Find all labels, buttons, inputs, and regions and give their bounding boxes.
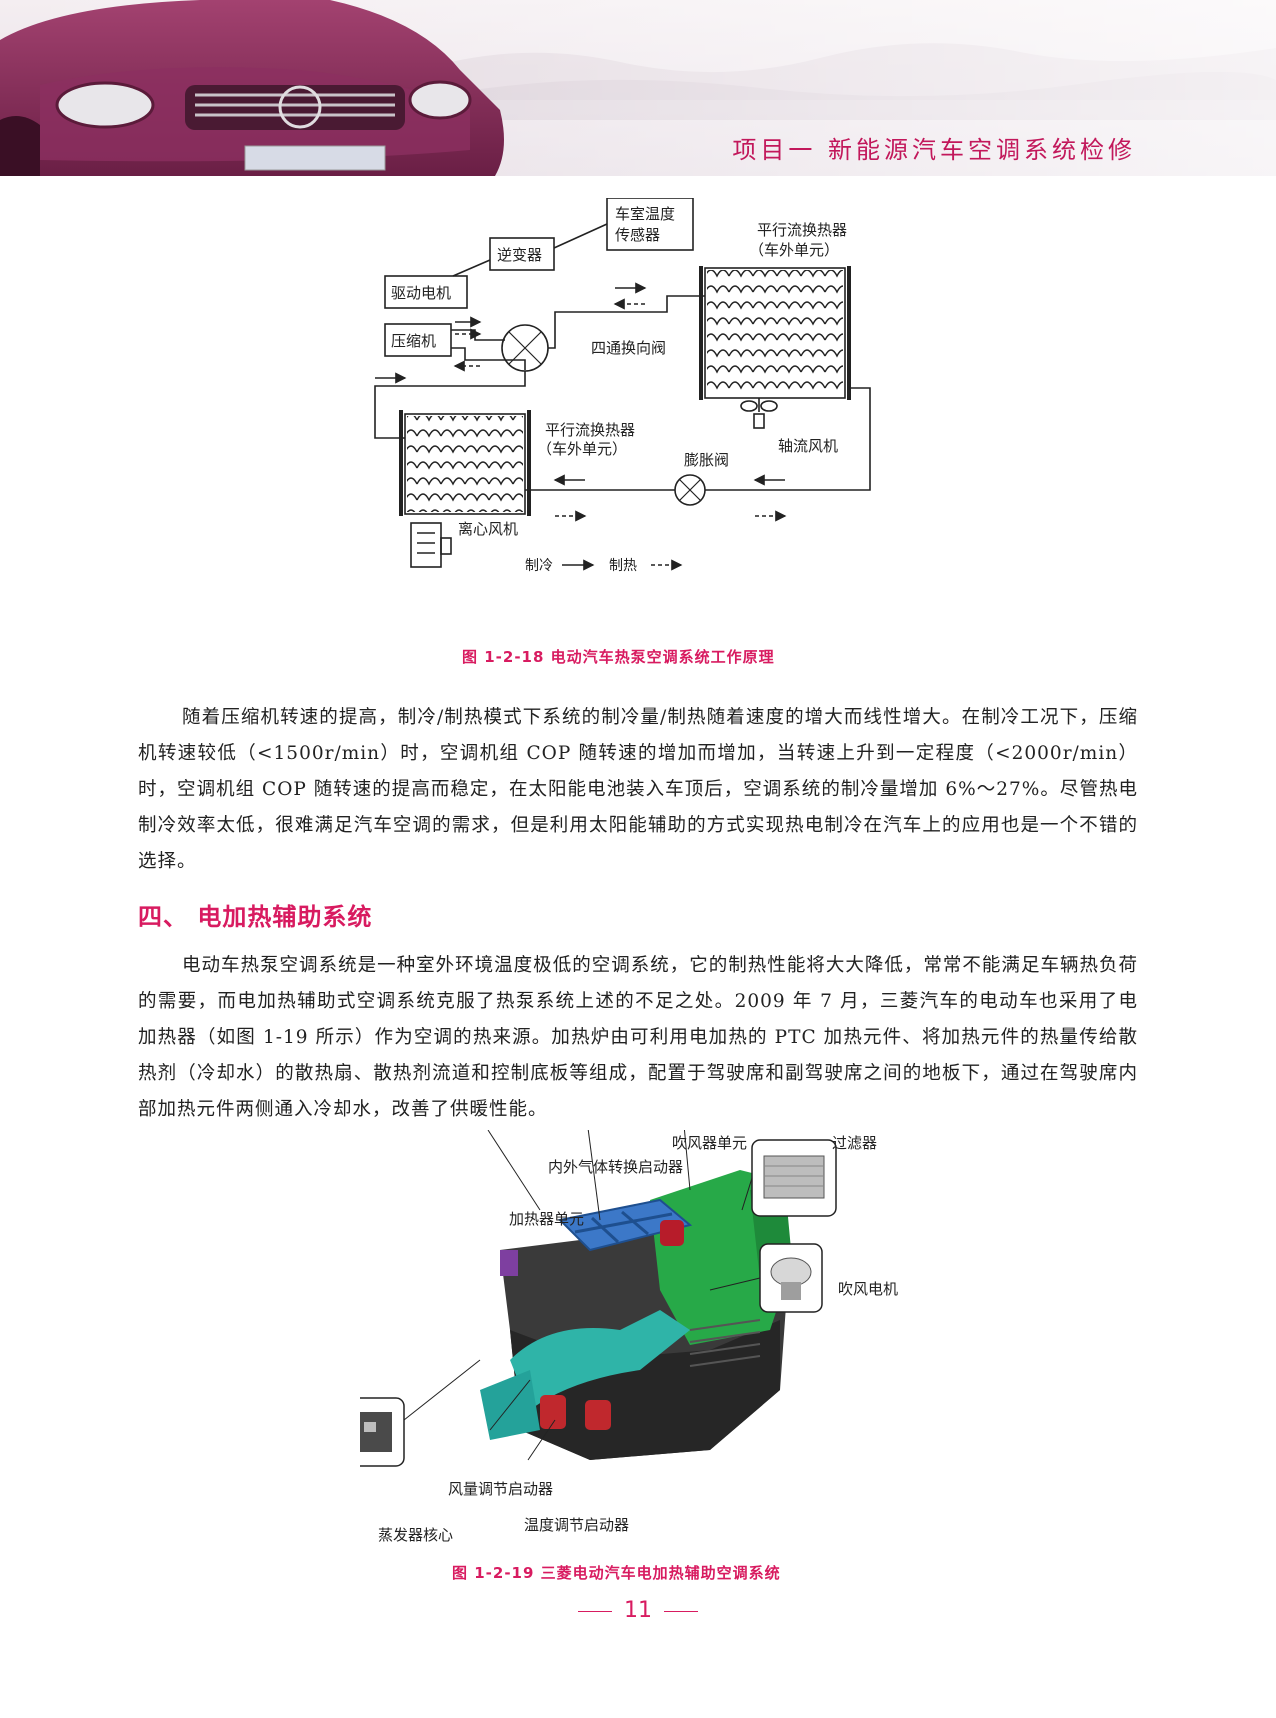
label-blower-unit: 吹风器单元: [672, 1134, 748, 1152]
paragraph-2: 电动车热泵空调系统是一种室外环境温度极低的空调系统，它的制热性能将大大降低，常常…: [138, 955, 1138, 1120]
drive-motor-box: [384, 275, 468, 309]
legend-heating: 制热: [609, 558, 637, 574]
label-centrifugal-fan: 离心风机: [458, 520, 518, 538]
page-number-dash-right: [664, 1610, 698, 1612]
figure2-caption: 图 1-2-19 三菱电动汽车电加热辅助空调系统: [452, 1564, 781, 1582]
label-indoor-hx-2: （车外单元）: [537, 440, 627, 458]
filter-inset-image: [751, 1139, 837, 1217]
centrifugal-fan-icon: [410, 522, 452, 568]
page-number: 11: [0, 1598, 1276, 1623]
figure-heat-pump-schematic: 车室温度 传感器 逆变器 驱动电机 压缩机 四通换向阀 平行流换热器 （车外单元…: [374, 198, 871, 574]
page-number-dash-left: [578, 1610, 612, 1612]
header-title: 项目一 新能源汽车空调系统检修: [732, 136, 1136, 164]
compressor-box: [384, 323, 452, 357]
label-indoor-hx-1: 平行流换热器: [545, 421, 635, 439]
legend-cooling: 制冷: [525, 558, 553, 574]
outdoor-heat-exchanger: [704, 267, 846, 399]
label-axial-fan: 轴流风机: [778, 437, 838, 455]
label-filter: 过滤器: [832, 1134, 878, 1152]
label-drive-motor: 驱动电机: [391, 284, 451, 302]
label-compressor: 压缩机: [391, 332, 436, 350]
label-inner-outer-air-actuator: 内外气体转换启动器: [548, 1158, 684, 1176]
page-number-value: 11: [624, 1598, 652, 1623]
label-expansion-valve: 膨胀阀: [684, 451, 729, 469]
label-temp-actuator: 温度调节启动器: [524, 1516, 630, 1534]
car-image: [0, 0, 504, 176]
label-cabin-temp-sensor-2: 传感器: [615, 226, 660, 244]
page-header: 项目一 新能源汽车空调系统检修: [0, 0, 1276, 176]
label-evaporator-core: 蒸发器核心: [378, 1526, 454, 1544]
indoor-heat-exchanger: [404, 413, 526, 515]
header-banner-illustration: [0, 0, 1276, 176]
figure1-caption: 图 1-2-18 电动汽车热泵空调系统工作原理: [462, 648, 775, 666]
label-air-volume-actuator: 风量调节启动器: [448, 1480, 554, 1498]
label-outdoor-hx-1: 平行流换热器: [757, 221, 847, 239]
label-heater-unit: 加热器单元: [509, 1210, 585, 1228]
section-title-4: 四、 电加热辅助系统: [138, 903, 373, 931]
indoor-hx-fins: [407, 416, 523, 512]
axial-fan-icon: [740, 398, 778, 429]
label-blower-motor: 吹风电机: [838, 1280, 899, 1298]
evaporator-core-inset-image: [360, 1397, 405, 1467]
label-inverter: 逆变器: [497, 246, 542, 264]
label-cabin-temp-sensor-1: 车室温度: [615, 205, 675, 223]
label-four-way-valve: 四通换向阀: [591, 339, 666, 357]
paragraph-1: 随着压缩机转速的提高，制冷/制热模式下系统的制冷量/制热随着速度的增大而线性增大…: [138, 707, 1138, 872]
outdoor-hx-fins: [707, 270, 843, 396]
figure-mitsubishi-heater-system: [360, 1130, 837, 1467]
label-outdoor-hx-2: （车外单元）: [749, 241, 839, 259]
inverter-box: [489, 237, 555, 271]
blower-motor-inset-image: [759, 1243, 823, 1313]
